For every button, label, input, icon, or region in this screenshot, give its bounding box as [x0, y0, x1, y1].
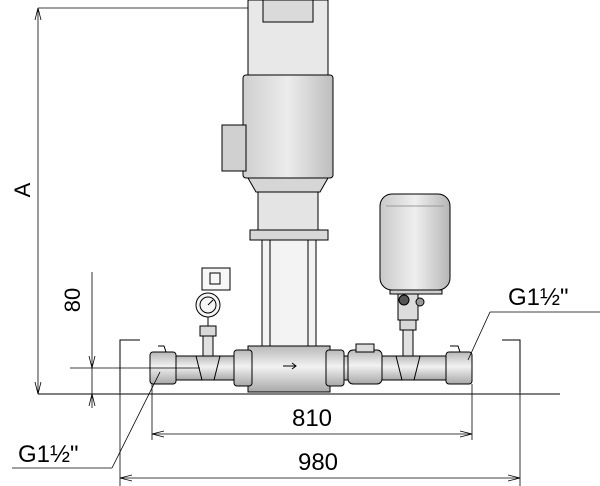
dim-inner-width-label: 810 [292, 405, 332, 432]
pressure-switch [201, 267, 231, 291]
left-valve-assembly [158, 267, 231, 381]
motor [221, 0, 334, 193]
base-frame [38, 339, 560, 395]
dimension-lines [12, 7, 600, 486]
dim-outer-width-label: 980 [298, 449, 338, 476]
expansion-tank [379, 193, 451, 291]
right-valve-assembly [379, 193, 461, 381]
dim-offset-label: 80 [60, 288, 85, 312]
terminal-box [221, 124, 247, 172]
connection-left-label: G1½" [18, 441, 79, 468]
connection-right-label: G1½" [508, 284, 569, 311]
pump-column [247, 191, 331, 393]
dim-height-label: A [10, 182, 35, 197]
